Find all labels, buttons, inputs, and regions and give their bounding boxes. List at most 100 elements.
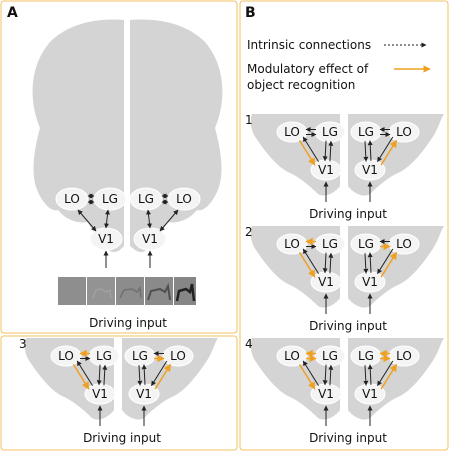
a-text-v1-right: V1: [142, 232, 158, 246]
model-3-number: 3: [19, 337, 27, 351]
model-1-node-0: [276, 121, 308, 143]
model-3-node-label-0: LO: [58, 349, 74, 363]
model-1-edge-1-4: [322, 140, 328, 162]
model-2-node-5: [354, 271, 386, 293]
a-text-lg-left: LG: [102, 192, 118, 206]
legend-modulatory-line2: object recognition: [247, 78, 355, 92]
model-1-node-label-2: LG: [358, 125, 374, 139]
model-1-node-label-3: LO: [396, 125, 412, 139]
panel-b-frame: [239, 0, 449, 451]
model-4-edge-1-4: [322, 364, 328, 386]
model-4-node-label-1: LG: [322, 349, 338, 363]
model-3-edge-2-5: [137, 365, 143, 386]
model-1-node-label-0: LO: [284, 125, 300, 139]
model-3-edge-5-3: [154, 363, 172, 390]
stimulus-strip: [58, 277, 196, 305]
panel-b-label: B: [245, 5, 256, 21]
model-1-driving-input: Driving input: [309, 207, 387, 221]
model-2-number: 2: [245, 225, 253, 239]
model-4-node-5: [354, 383, 386, 405]
model-2-node-label-0: LO: [284, 237, 300, 251]
model-1-edge-5-2: [367, 140, 373, 161]
model-3-edge-4-1: [102, 364, 108, 386]
model-4-node-label-2: LG: [358, 349, 374, 363]
model-4-edge-2-5: [363, 365, 369, 386]
model-2-node-label-3: LO: [396, 237, 412, 251]
model-2-edge-5-2: [367, 252, 373, 273]
a-text-lg-right: LG: [138, 192, 154, 206]
model-2-edge-4-0: [302, 248, 319, 274]
model-3-node-label-2: LG: [132, 349, 148, 363]
model-2-edge-0-4: [298, 251, 316, 278]
model-4-node-label-5: V1: [362, 387, 378, 401]
stimulus-frame-3: [116, 277, 144, 305]
model-3-node-5: [128, 383, 160, 405]
panel-3-frame: [0, 335, 238, 451]
model-3-node-label-3: LO: [170, 349, 186, 363]
model-3-edge-1-4: [96, 364, 102, 386]
a-node-lo-left: [55, 187, 89, 211]
model-2-edge-4-1: [328, 252, 334, 274]
model-3-edge-0-4: [72, 363, 90, 390]
model-2-edge-5-3: [380, 251, 398, 278]
model-2-node-label-4: V1: [318, 275, 334, 289]
stimulus-frame-1: [58, 277, 86, 305]
legend-modulatory-line1: Modulatory effect of: [247, 62, 369, 76]
model-4-node-label-0: LO: [284, 349, 300, 363]
left-hemisphere: [32, 19, 124, 253]
a-intrinsic-arrows: [77, 193, 179, 268]
model-4-edge-5-2: [367, 364, 373, 385]
a-text-lo-right: LO: [176, 192, 192, 206]
model-1-node-label-4: V1: [318, 163, 334, 177]
model-4-edge-5-3: [380, 363, 398, 390]
model-3-node-label-4: V1: [92, 387, 108, 401]
model-2-node-label-5: V1: [362, 275, 378, 289]
a-driving-input: Driving input: [89, 316, 167, 330]
model-1-edge-4-0: [302, 136, 319, 162]
model-1-node-label-5: V1: [362, 163, 378, 177]
a-node-lg-left: [93, 187, 127, 211]
model-1-number: 1: [245, 113, 253, 127]
model-4-number: 4: [245, 337, 253, 351]
model-2-driving-input: Driving input: [309, 319, 387, 333]
panel-a-frame: [0, 0, 238, 334]
model-1-edge-0-4: [298, 139, 316, 166]
model-3-edge-5-2: [141, 364, 147, 385]
model-1-edge-2-5: [363, 141, 369, 162]
model-2-node-label-1: LG: [322, 237, 338, 251]
model-1-edge-5-3: [380, 139, 398, 166]
panel-a-label: A: [7, 5, 18, 21]
right-hemisphere: [130, 19, 223, 253]
model-4-edge-4-0: [302, 360, 319, 386]
model-3-driving-input: Driving input: [83, 431, 161, 445]
model-4-driving-input: Driving input: [309, 431, 387, 445]
model-3-node-2: [124, 345, 156, 367]
model-1-node-5: [354, 159, 386, 181]
model-1-edge-4-1: [328, 140, 334, 162]
legend-intrinsic: Intrinsic connections: [247, 38, 371, 52]
stimulus-frame-5: [174, 277, 196, 305]
a-node-lg-right: [129, 187, 163, 211]
model-2-edge-1-4: [322, 252, 328, 274]
model-2-edge-2-5: [363, 253, 369, 274]
model-4-node-label-4: V1: [318, 387, 334, 401]
a-text-v1-left: V1: [98, 232, 114, 246]
model-1-node-2: [350, 121, 382, 143]
model-3-node-label-1: LG: [96, 349, 112, 363]
model-1-node-label-1: LG: [322, 125, 338, 139]
model-2-node-2: [350, 233, 382, 255]
model-4-node-label-3: LO: [396, 349, 412, 363]
model-4-edge-0-4: [298, 363, 316, 390]
panel-a-brain: [32, 19, 223, 253]
model-3-node-label-5: V1: [136, 387, 152, 401]
a-node-lo-right: [167, 187, 201, 211]
model-4-edge-4-1: [328, 364, 334, 386]
model-2-node-label-2: LG: [358, 237, 374, 251]
